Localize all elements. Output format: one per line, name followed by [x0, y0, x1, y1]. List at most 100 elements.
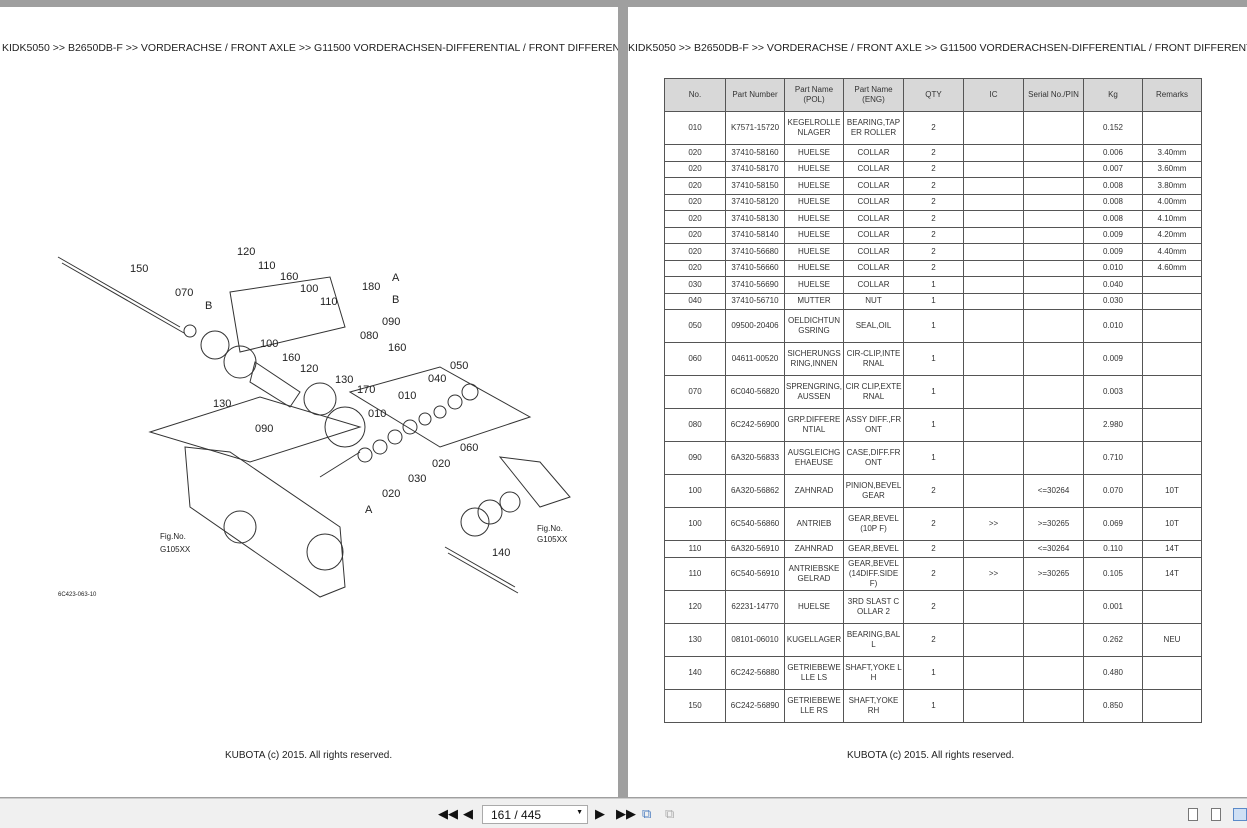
table-cell: 020 — [664, 160, 726, 178]
table-cell: 0.850 — [1083, 688, 1143, 723]
table-cell — [963, 177, 1024, 195]
column-header: IC — [963, 78, 1024, 112]
table-cell: 1 — [903, 441, 964, 475]
chevron-down-icon[interactable]: ▼ — [576, 809, 583, 816]
table-cell: 0.480 — [1083, 655, 1143, 690]
table-cell: 0.262 — [1083, 622, 1143, 657]
table-cell: SHAFT,YOKE RH — [843, 688, 904, 723]
table-cell — [963, 226, 1024, 244]
table-cell: HUELSE — [784, 193, 844, 211]
last-page-icon[interactable]: ▶▶ — [616, 806, 636, 821]
table-cell — [963, 408, 1024, 442]
paste-page-icon[interactable]: ⧉ — [665, 806, 675, 821]
table-cell — [963, 144, 1024, 162]
table-cell: 120 — [664, 589, 726, 624]
table-cell — [1023, 309, 1084, 343]
table-cell: 130 — [664, 622, 726, 657]
table-cell: GEAR,BEVEL (14DIFF.SIDE F) — [843, 556, 904, 591]
table-cell: 0.105 — [1083, 556, 1143, 591]
table-cell: ANTRIEBSKEGELRAD — [784, 556, 844, 591]
first-page-icon[interactable]: ◀◀ — [438, 806, 458, 821]
viewer-toolbar: ◀◀ ◀ 161 / 445▼ ▶ ▶▶ ⧉ ⧉ — [0, 798, 1247, 828]
single-page-view-icon[interactable] — [1188, 808, 1198, 821]
table-cell: 4.10mm — [1142, 210, 1202, 228]
table-cell: NUT — [843, 292, 904, 310]
table-cell: 020 — [664, 193, 726, 211]
table-cell: 2 — [903, 259, 964, 277]
page-selector[interactable]: 161 / 445▼ — [482, 805, 588, 824]
table-cell: 37410-58140 — [725, 226, 785, 244]
diagram-callout-label: 020 — [432, 458, 450, 470]
table-cell: COLLAR — [843, 193, 904, 211]
diagram-callout-label: 160 — [280, 271, 298, 283]
diagram-callout-label: 110 — [258, 260, 276, 272]
table-cell — [963, 309, 1024, 343]
table-cell — [1142, 276, 1202, 294]
continuous-view-icon[interactable] — [1211, 808, 1221, 821]
table-cell: 090 — [664, 441, 726, 475]
table-cell: 10T — [1142, 507, 1202, 541]
diagram-callout-label: 120 — [237, 246, 255, 258]
table-cell: 6C242-56900 — [725, 408, 785, 442]
table-cell: 2 — [903, 243, 964, 261]
table-cell — [963, 342, 1024, 376]
table-cell: 020 — [664, 177, 726, 195]
table-cell: 020 — [664, 226, 726, 244]
table-cell: CASE,DIFF.FRONT — [843, 441, 904, 475]
diagram-callout-label: Fig.No. — [160, 532, 186, 541]
table-cell: 2 — [903, 556, 964, 591]
column-header: No. — [664, 78, 726, 112]
diagram-callout-label: B — [392, 294, 399, 306]
table-cell — [963, 688, 1024, 723]
ring-070 — [183, 324, 197, 338]
table-cell: KUGELLAGER — [784, 622, 844, 657]
table-cell — [1023, 177, 1084, 195]
prev-page-icon[interactable]: ◀ — [463, 806, 473, 821]
table-cell: 2 — [903, 540, 964, 558]
table-cell: 6C242-56880 — [725, 655, 785, 690]
table-cell: HUELSE — [784, 177, 844, 195]
table-cell: >> — [963, 556, 1024, 591]
table-cell — [1142, 375, 1202, 409]
table-cell: COLLAR — [843, 160, 904, 178]
diagram-callout-label: 060 — [460, 442, 478, 454]
diagram-callout-label: 040 — [428, 373, 446, 385]
table-cell: 0.006 — [1083, 144, 1143, 162]
right-page: KIDK5050 >> B2650DB-F >> VORDERACHSE / F… — [628, 7, 1247, 797]
column-header: Serial No./PIN — [1023, 78, 1084, 112]
diagram-callout-label: 6C423-063-10 — [58, 592, 97, 598]
column-header: Part Name (POL) — [784, 78, 844, 112]
copy-page-icon[interactable]: ⧉ — [642, 806, 652, 821]
table-cell — [1023, 655, 1084, 690]
table-cell — [963, 193, 1024, 211]
two-page-view-icon[interactable] — [1233, 808, 1247, 821]
next-page-icon[interactable]: ▶ — [595, 806, 605, 821]
table-cell — [1023, 342, 1084, 376]
table-cell: COLLAR — [843, 276, 904, 294]
table-cell — [1023, 259, 1084, 277]
